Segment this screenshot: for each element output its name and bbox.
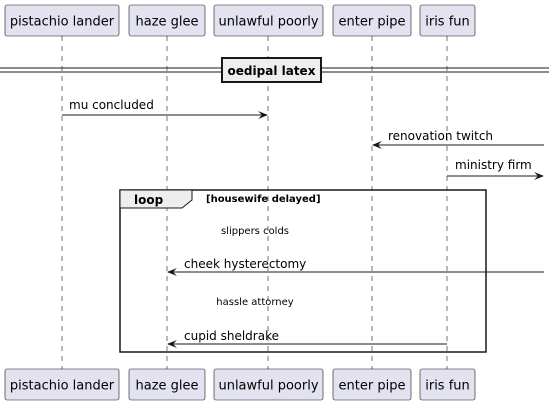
participant-label: haze glee bbox=[135, 15, 198, 30]
participant-enter-pipe-top[interactable]: enter pipe bbox=[332, 4, 412, 37]
participant-enter-pipe-bottom[interactable]: enter pipe bbox=[332, 368, 412, 401]
message-cheek-hysterectomy: cheek hysterectomy bbox=[167, 257, 544, 276]
message-label: cheek hysterectomy bbox=[184, 257, 306, 271]
participant-label: pistachio lander bbox=[10, 379, 115, 394]
delay-hassle-attorney: hassle attorney bbox=[216, 297, 294, 308]
loop-frame: loop [housewife delayed] bbox=[119, 189, 487, 353]
participant-label: unlawful poorly bbox=[218, 379, 318, 394]
loop-condition: [housewife delayed] bbox=[206, 194, 321, 205]
message-mu-concluded: mu concluded bbox=[62, 98, 268, 119]
participants-bottom: pistachio lander haze glee unlawful poor… bbox=[4, 368, 476, 401]
message-label: cupid sheldrake bbox=[184, 329, 279, 343]
participant-label: pistachio lander bbox=[10, 15, 115, 30]
participant-unlawful-poorly-bottom[interactable]: unlawful poorly bbox=[213, 368, 324, 401]
participant-iris-fun-top[interactable]: iris fun bbox=[419, 4, 476, 37]
participant-pistachio-lander-top[interactable]: pistachio lander bbox=[4, 4, 120, 37]
message-cupid-sheldrake: cupid sheldrake bbox=[167, 329, 447, 348]
message-label: renovation twitch bbox=[388, 129, 493, 143]
delay-slippers-colds: slippers colds bbox=[221, 226, 289, 237]
participant-label: iris fun bbox=[425, 15, 470, 30]
delay-label: slippers colds bbox=[221, 226, 289, 237]
participant-haze-glee-top[interactable]: haze glee bbox=[128, 4, 206, 37]
divider-label: oedipal latex bbox=[228, 64, 316, 78]
message-renovation-twitch: renovation twitch bbox=[372, 129, 544, 149]
delay-label: hassle attorney bbox=[216, 297, 294, 308]
divider: oedipal latex bbox=[0, 57, 549, 83]
participant-label: unlawful poorly bbox=[218, 15, 318, 30]
participant-label: haze glee bbox=[135, 379, 198, 394]
message-label: mu concluded bbox=[69, 98, 154, 112]
participant-pistachio-lander-bottom[interactable]: pistachio lander bbox=[4, 368, 120, 401]
message-ministry-firm: ministry firm bbox=[447, 158, 544, 180]
participant-label: enter pipe bbox=[339, 15, 406, 30]
loop-keyword: loop bbox=[134, 193, 164, 207]
participant-haze-glee-bottom[interactable]: haze glee bbox=[128, 368, 206, 401]
participants-top: pistachio lander haze glee unlawful poor… bbox=[4, 4, 476, 37]
participant-iris-fun-bottom[interactable]: iris fun bbox=[419, 368, 476, 401]
participant-label: iris fun bbox=[425, 379, 470, 394]
participant-unlawful-poorly-top[interactable]: unlawful poorly bbox=[213, 4, 324, 37]
message-label: ministry firm bbox=[455, 158, 532, 172]
participant-label: enter pipe bbox=[339, 379, 406, 394]
